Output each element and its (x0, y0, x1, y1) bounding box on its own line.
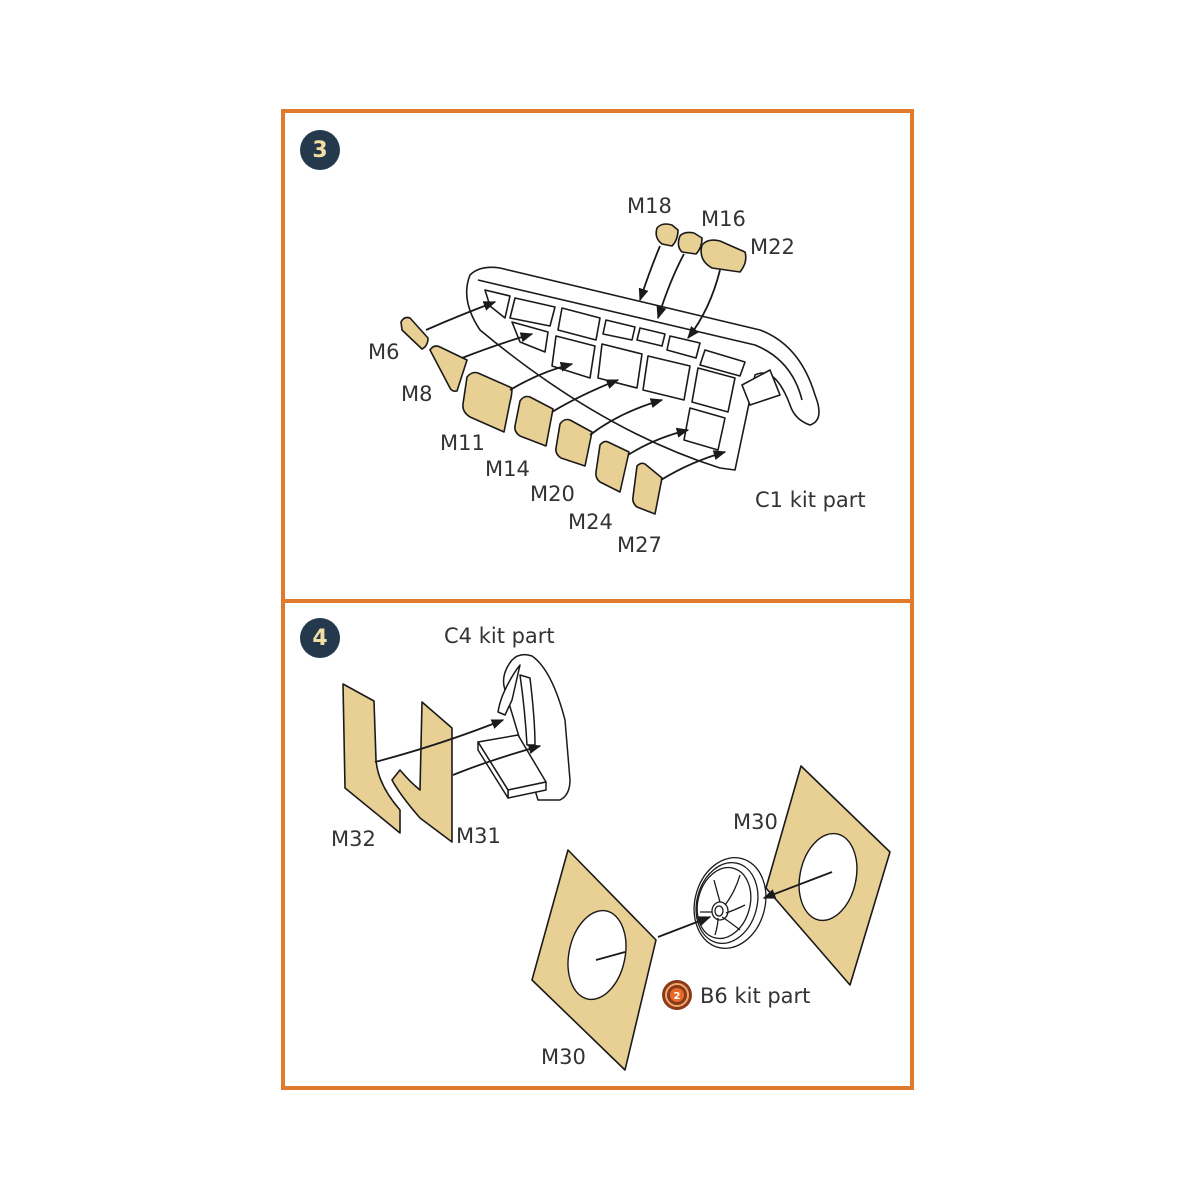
mask-m20 (555, 418, 593, 467)
label-c1-kit-part: C1 kit part (755, 488, 866, 512)
label-m6: M6 (368, 340, 399, 364)
step-3-badge: 3 (300, 130, 340, 170)
step-number: 4 (312, 625, 328, 651)
label-m11: M11 (440, 431, 485, 455)
mask-m32 (342, 683, 401, 834)
step-3-labels: M18 M16 M22 M6 M8 M11 M14 M20 M24 M27 C1… (368, 194, 866, 557)
label-m22: M22 (750, 235, 795, 259)
canopy-frame-c1 (465, 266, 820, 471)
mask-m6 (400, 316, 429, 350)
mask-m16 (677, 231, 703, 255)
label-m30-left: M30 (541, 1045, 586, 1069)
arrows-seat (374, 719, 542, 776)
step-number: 3 (312, 137, 328, 163)
label-m14: M14 (485, 457, 530, 481)
mask-m24 (595, 440, 630, 493)
masks-side-group (400, 316, 663, 515)
label-m31: M31 (456, 824, 501, 848)
label-b6-kit-part: B6 kit part (700, 984, 810, 1008)
wheel-part-b6 (693, 857, 767, 949)
mask-m22 (700, 239, 747, 273)
mask-m18 (655, 223, 679, 247)
label-m24: M24 (568, 510, 613, 534)
label-m30-right: M30 (733, 810, 778, 834)
circular-arrow-step-reference-icon: 2 (662, 980, 692, 1010)
arrows-wheel (595, 871, 833, 961)
step-4-badge: 4 (300, 618, 340, 658)
label-m18: M18 (627, 194, 672, 218)
arrows-top-group (638, 245, 721, 339)
masks-top-group (655, 223, 747, 273)
mask-m8 (429, 345, 468, 392)
mask-holes (567, 832, 858, 1001)
mask-m27 (632, 462, 663, 515)
label-m27: M27 (617, 533, 662, 557)
mask-m14 (514, 395, 554, 447)
label-m20: M20 (530, 482, 575, 506)
label-m32: M32 (331, 827, 376, 851)
mask-m11 (462, 371, 513, 433)
step-4-labels: C4 kit part M32 M31 M30 M30 B6 kit part (331, 624, 810, 1069)
seat-part-c4 (477, 653, 571, 801)
label-m8: M8 (401, 382, 432, 406)
svg-text:2: 2 (674, 991, 681, 1002)
label-m16: M16 (701, 207, 746, 231)
masks-seat (342, 683, 453, 843)
mask-m31 (391, 701, 453, 843)
label-c4-kit-part: C4 kit part (444, 624, 555, 648)
arrows-side-group (425, 301, 727, 481)
